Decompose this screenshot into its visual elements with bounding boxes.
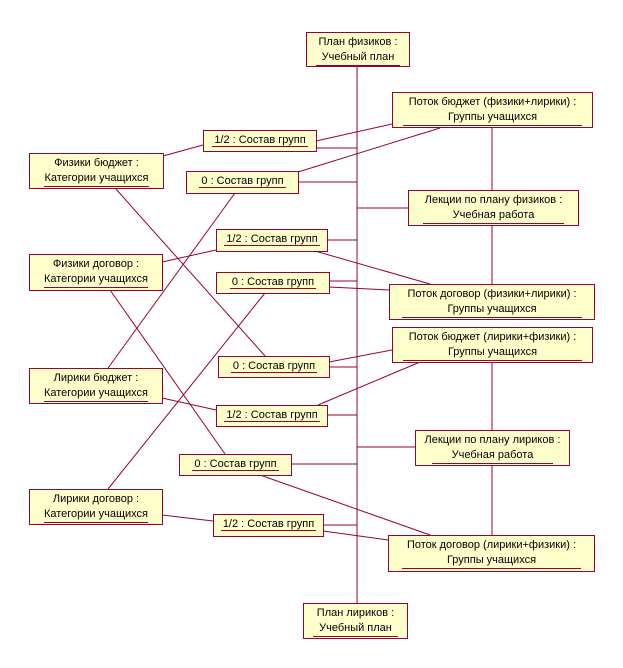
object-potok-dogovor-lf[interactable]: Поток договор (лирики+физики) : Группы уч… xyxy=(388,535,595,572)
object-lekcii-lir[interactable]: Лекции по плану лириков : Учебная работа xyxy=(415,430,570,466)
link-text: 0 : Состав групп xyxy=(229,276,317,289)
object-plan-fiz[interactable]: План физиков : Учебный план xyxy=(306,32,410,67)
connector xyxy=(161,514,214,522)
connector xyxy=(328,286,390,291)
object-name: Физики договор : xyxy=(52,258,140,270)
connector xyxy=(314,250,431,285)
object-lekcii-fiz[interactable]: Лекции по плану физиков : Учебная работа xyxy=(408,190,579,226)
connector xyxy=(315,123,393,142)
object-potok-dogovor-fl[interactable]: Поток договор (физики+лирики) : Группы уч… xyxy=(389,284,595,320)
object-name: Поток бюджет (физики+лирики) : xyxy=(408,96,577,108)
object-class: Категории учащихся xyxy=(44,171,149,187)
connector xyxy=(109,289,226,455)
link-text: 1/2 : Состав групп xyxy=(224,233,320,246)
connector xyxy=(161,397,217,411)
object-lir-dogovor[interactable]: Лирики договор : Категории учащихся xyxy=(29,489,163,525)
object-class: Категории учащихся xyxy=(43,507,149,523)
object-name: Лирики бюджет : xyxy=(53,372,139,384)
object-name: План физиков : xyxy=(318,36,398,48)
object-name: План лириков : xyxy=(316,607,395,619)
object-fiz-dogovor[interactable]: Физики договор : Категории учащихся xyxy=(29,254,163,291)
object-name: Поток бюджет (лирики+физики) : xyxy=(408,331,577,343)
object-class: Учебный план xyxy=(315,50,401,66)
link-label[interactable]: 1/2 : Состав групп xyxy=(213,514,324,537)
object-name: Лирики договор : xyxy=(52,493,140,505)
connector xyxy=(297,127,441,173)
link-label[interactable]: 0 : Состав групп xyxy=(179,454,292,476)
object-name: Лекции по плану лириков : xyxy=(424,434,561,446)
link-text: 0 : Состав групп xyxy=(199,175,286,188)
object-fiz-budget[interactable]: Физики бюджет : Категории учащихся xyxy=(29,153,164,189)
object-class: Категории учащихся xyxy=(43,272,149,288)
object-potok-budget-lf[interactable]: Поток бюджет (лирики+физики) : Группы уча… xyxy=(392,327,593,363)
link-label[interactable]: 0 : Состав групп xyxy=(218,356,330,378)
object-class: Учебная работа xyxy=(422,208,565,224)
object-name: Поток договор (физики+лирики) : xyxy=(407,288,577,300)
object-lir-budget[interactable]: Лирики бюджет : Категории учащихся xyxy=(29,368,163,404)
connector xyxy=(161,249,217,263)
link-text: 1/2 : Состав групп xyxy=(220,518,317,531)
link-text: 0 : Состав групп xyxy=(192,458,279,471)
connector xyxy=(328,349,393,363)
link-text: 1/2 : Состав групп xyxy=(224,409,320,422)
connector xyxy=(317,361,421,406)
link-label[interactable]: 1/2 : Состав групп xyxy=(216,405,328,427)
object-name: Лекции по плану физиков : xyxy=(424,194,563,206)
object-plan-lir[interactable]: План лириков : Учебный план xyxy=(303,603,408,639)
object-name: Поток договор (лирики+физики) : xyxy=(406,539,577,551)
link-label[interactable]: 1/2 : Состав групп xyxy=(216,229,328,252)
connector xyxy=(107,292,266,490)
link-text: 0 : Состав групп xyxy=(230,360,318,373)
link-label[interactable]: 0 : Состав групп xyxy=(216,272,330,294)
object-class: Учебный план xyxy=(313,621,398,637)
object-name: Физики бюджет : xyxy=(54,157,139,169)
connector xyxy=(162,144,204,157)
object-class: Учебная работа xyxy=(431,448,554,464)
link-label[interactable]: 0 : Состав групп xyxy=(186,171,299,194)
link-label[interactable]: 1/2 : Состав групп xyxy=(203,130,317,152)
object-class: Группы учащихся xyxy=(402,345,583,361)
connector xyxy=(259,474,431,536)
link-text: 1/2 : Состав групп xyxy=(212,134,308,147)
object-potok-budget-fl[interactable]: Поток бюджет (физики+лирики) : Группы уча… xyxy=(392,92,593,128)
object-class: Группы учащихся xyxy=(401,553,582,569)
connector xyxy=(114,187,266,357)
connector xyxy=(107,192,236,369)
object-class: Группы учащихся xyxy=(402,302,582,318)
object-class: Категории учащихся xyxy=(43,386,149,402)
connector xyxy=(322,530,389,541)
object-class: Группы учащихся xyxy=(402,110,583,126)
